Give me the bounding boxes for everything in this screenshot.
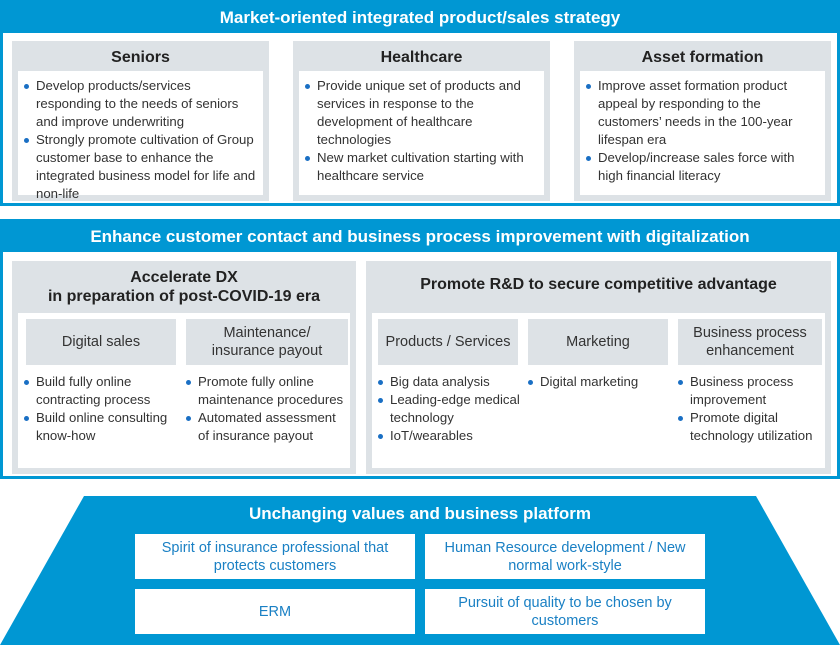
card-title: Seniors — [111, 49, 170, 66]
section-title: Market-oriented integrated product/sales… — [3, 3, 837, 33]
list-item: Automated assessment of insurance payout — [184, 409, 350, 445]
digitalization-section: Enhance customer contact and business pr… — [0, 219, 840, 479]
value-box-human-resource: Human Resource development / New normal … — [425, 534, 705, 579]
list-item: Digital marketing — [526, 373, 674, 391]
card-seniors: Seniors Develop products/services respon… — [12, 41, 269, 201]
list-item: Business process improvement — [676, 373, 822, 409]
sub-header-marketing: Marketing — [528, 319, 668, 365]
list-item: Big data analysis — [376, 373, 524, 391]
value-box-quality: Pursuit of quality to be chosen by custo… — [425, 589, 705, 634]
list-item: New market cultivation starting with hea… — [303, 149, 540, 185]
card-promote-rnd: Promote R&D to secure competitive advant… — [366, 261, 831, 474]
list-item: Promote fully online maintenance procedu… — [184, 373, 350, 409]
value-box-spirit: Spirit of insurance professional that pr… — [135, 534, 415, 579]
card-accelerate-dx: Accelerate DX in preparation of post-COV… — [12, 261, 356, 474]
list-item: Strongly promote cultivation of Group cu… — [22, 131, 259, 203]
value-box-erm: ERM — [135, 589, 415, 634]
list-item: Provide unique set of products and servi… — [303, 77, 540, 149]
card-title-line2: in preparation of post-COVID-19 era — [47, 288, 321, 305]
card-title: Promote R&D to secure competitive advant… — [420, 276, 777, 293]
sub-header-products-services: Products / Services — [378, 319, 518, 365]
section-title: Enhance customer contact and business pr… — [3, 222, 837, 252]
list-item: Promote digital technology utilization — [676, 409, 822, 445]
platform-section: Unchanging values and business platform … — [0, 496, 840, 645]
platform-title: Unchanging values and business platform — [249, 504, 591, 523]
card-title-line1: Accelerate DX — [130, 269, 238, 286]
list-item: Improve asset formation product appeal b… — [584, 77, 821, 149]
list-item: Build online consulting know-how — [22, 409, 182, 445]
card-asset-formation: Asset formation Improve asset formation … — [574, 41, 831, 201]
card-healthcare: Healthcare Provide unique set of product… — [293, 41, 550, 201]
list-item: Leading-edge medical technology — [376, 391, 524, 427]
sub-header-maintenance: Maintenance/ insurance payout — [186, 319, 348, 365]
list-item: Develop products/services responding to … — [22, 77, 259, 131]
card-title: Asset formation — [641, 49, 764, 66]
list-item: IoT/wearables — [376, 427, 524, 445]
card-title: Healthcare — [380, 49, 463, 66]
product-sales-strategy-section: Market-oriented integrated product/sales… — [0, 0, 840, 206]
sub-header-business-process: Business process enhancement — [678, 319, 822, 365]
list-item: Build fully online contracting process — [22, 373, 182, 409]
list-item: Develop/increase sales force with high f… — [584, 149, 821, 185]
sub-header-digital-sales: Digital sales — [26, 319, 176, 365]
